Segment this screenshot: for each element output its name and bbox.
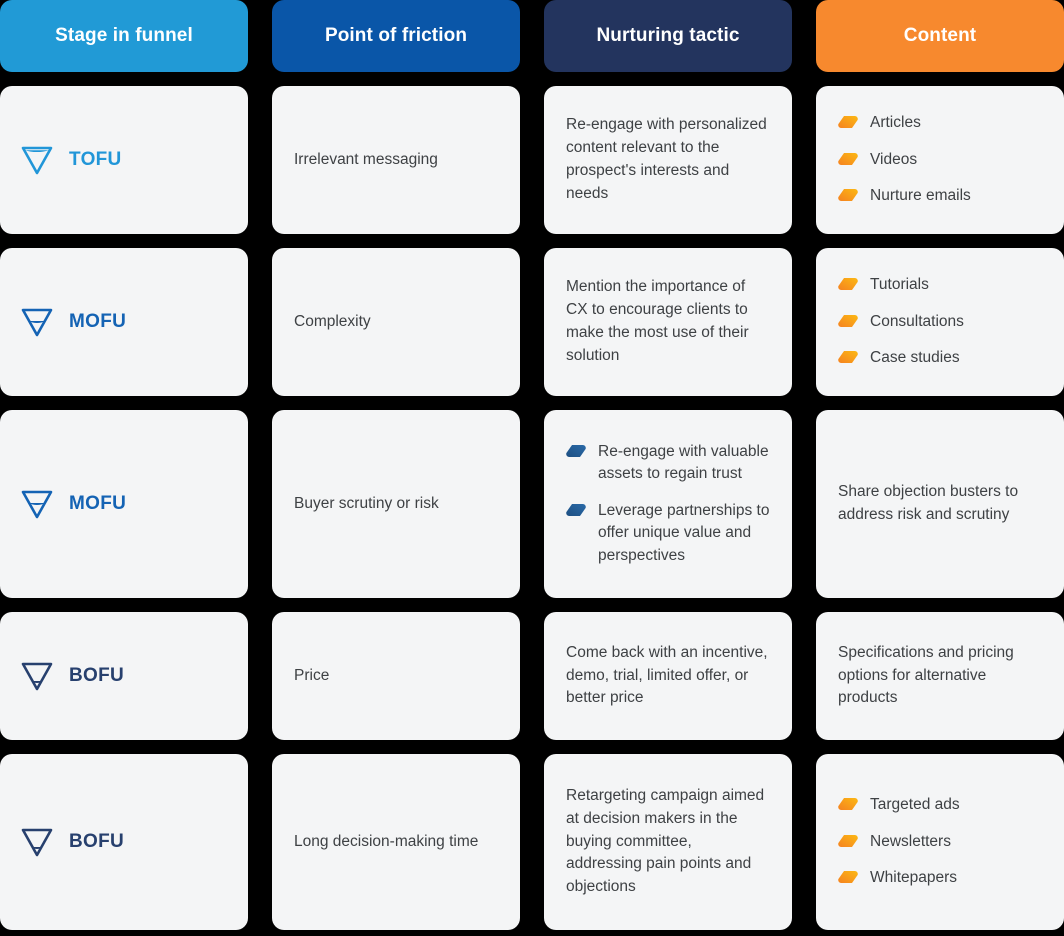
stage-label: TOFU <box>69 149 122 170</box>
list-item: Re-engage with valuable assets to regain… <box>566 441 770 486</box>
table-row-1-content-cell: Articles Videos Nurture emails <box>816 86 1064 234</box>
table-row-1-stage-cell: TOFU <box>0 86 248 234</box>
tactic-text: Re-engage with personalized content rele… <box>566 116 767 202</box>
stage-label: MOFU <box>69 493 127 514</box>
column-header-label: Point of friction <box>324 25 468 46</box>
column-header-point-of-friction: Point of friction <box>272 0 520 72</box>
list-item-label: Videos <box>870 150 918 168</box>
list-item-label: Articles <box>870 114 921 132</box>
list-item: Case studies <box>838 347 1042 369</box>
orange-parallelogram-bullet-icon <box>838 314 858 327</box>
stage-label: BOFU <box>69 831 125 852</box>
column-header-content: Content <box>816 0 1064 72</box>
list-item-label: Consultations <box>870 312 964 330</box>
column-header-label: Nurturing tactic <box>596 25 740 46</box>
table-row-1-friction-cell: Irrelevant messaging <box>272 86 520 234</box>
list-item-label: Whitepapers <box>870 869 958 887</box>
column-header-nurturing-tactic: Nurturing tactic <box>544 0 792 72</box>
table-row-2-content-cell: Tutorials Consultations Case studies <box>816 248 1064 396</box>
funnel-top-icon <box>18 141 56 179</box>
table-row-3-stage-cell: MOFU <box>0 410 248 598</box>
friction-text: Complexity <box>294 312 371 330</box>
list-item: Videos <box>838 149 1042 171</box>
table-row-5-friction-cell: Long decision-making time <box>272 754 520 930</box>
table-row-4-tactic-cell: Come back with an incentive, demo, trial… <box>544 612 792 740</box>
orange-parallelogram-bullet-icon <box>838 871 858 884</box>
list-item-label: Re-engage with valuable assets to regain… <box>598 442 769 483</box>
column-header-stage-in-funnel: Stage in funnel <box>0 0 248 72</box>
table-row-3-tactic-cell: Re-engage with valuable assets to regain… <box>544 410 792 598</box>
friction-text: Long decision-making time <box>294 832 479 850</box>
table-row-5-stage-cell: BOFU <box>0 754 248 930</box>
content-text: Specifications and pricing options for a… <box>838 643 1014 707</box>
blue-parallelogram-bullet-icon <box>566 444 586 457</box>
list-item: Articles <box>838 112 1042 134</box>
list-item: Nurture emails <box>838 185 1042 207</box>
table-row-3-friction-cell: Buyer scrutiny or risk <box>272 410 520 598</box>
friction-text: Price <box>294 666 330 684</box>
content-list: Tutorials Consultations Case studies <box>838 274 1042 369</box>
list-item-label: Case studies <box>870 349 960 367</box>
column-header-label: Stage in funnel <box>55 25 193 46</box>
list-item: Consultations <box>838 311 1042 333</box>
table-row-5-content-cell: Targeted ads Newsletters Whitepapers <box>816 754 1064 930</box>
friction-text: Buyer scrutiny or risk <box>294 494 439 512</box>
table-row-4-content-cell: Specifications and pricing options for a… <box>816 612 1064 740</box>
orange-parallelogram-bullet-icon <box>838 834 858 847</box>
table-row-5-tactic-cell: Retargeting campaign aimed at decision m… <box>544 754 792 930</box>
list-item: Leverage partnerships to offer unique va… <box>566 500 770 567</box>
table-row-4-friction-cell: Price <box>272 612 520 740</box>
funnel-bottom-icon <box>18 657 56 695</box>
table-row-2-tactic-cell: Mention the importance of CX to encourag… <box>544 248 792 396</box>
table-row-2-stage-cell: MOFU <box>0 248 248 396</box>
orange-parallelogram-bullet-icon <box>838 351 858 364</box>
table-row-3-content-cell: Share objection busters to address risk … <box>816 410 1064 598</box>
content-list: Targeted ads Newsletters Whitepapers <box>838 794 1042 889</box>
column-header-label: Content <box>903 25 977 46</box>
list-item-label: Targeted ads <box>870 796 960 814</box>
list-item-label: Nurture emails <box>870 187 971 205</box>
tactic-text: Come back with an incentive, demo, trial… <box>566 643 768 707</box>
funnel-middle-icon <box>18 485 56 523</box>
tactic-text: Retargeting campaign aimed at decision m… <box>566 786 765 896</box>
stage-label: BOFU <box>69 665 125 686</box>
orange-parallelogram-bullet-icon <box>838 278 858 291</box>
tactic-list: Re-engage with valuable assets to regain… <box>566 441 770 567</box>
list-item-label: Leverage partnerships to offer unique va… <box>598 501 770 564</box>
content-text: Share objection busters to address risk … <box>838 483 1019 523</box>
tactic-text: Mention the importance of CX to encourag… <box>566 278 749 364</box>
table-row-1-tactic-cell: Re-engage with personalized content rele… <box>544 86 792 234</box>
funnel-middle-icon <box>18 303 56 341</box>
friction-text: Irrelevant messaging <box>294 150 438 168</box>
content-list: Articles Videos Nurture emails <box>838 112 1042 207</box>
list-item-label: Tutorials <box>870 276 929 294</box>
list-item-label: Newsletters <box>870 832 951 850</box>
list-item: Targeted ads <box>838 794 1042 816</box>
list-item: Newsletters <box>838 831 1042 853</box>
stage-label: MOFU <box>69 311 127 332</box>
list-item: Tutorials <box>838 274 1042 296</box>
funnel-bottom-icon <box>18 823 56 861</box>
list-item: Whitepapers <box>838 867 1042 889</box>
blue-parallelogram-bullet-icon <box>566 503 586 516</box>
orange-parallelogram-bullet-icon <box>838 189 858 202</box>
orange-parallelogram-bullet-icon <box>838 152 858 165</box>
table-row-2-friction-cell: Complexity <box>272 248 520 396</box>
orange-parallelogram-bullet-icon <box>838 116 858 129</box>
orange-parallelogram-bullet-icon <box>838 798 858 811</box>
table-row-4-stage-cell: BOFU <box>0 612 248 740</box>
